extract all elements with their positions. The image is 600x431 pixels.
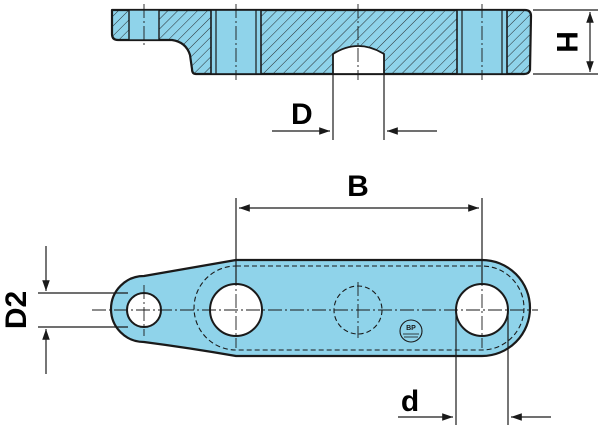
plan-view: BP <box>92 258 538 358</box>
dimension-pin-diameter: D <box>272 74 437 140</box>
pin-seat <box>332 45 385 75</box>
logo-text: BP <box>406 325 416 332</box>
label-hole: d <box>401 385 419 418</box>
dimension-side-hole: D2 <box>0 246 128 374</box>
label-side-hole: D2 <box>0 291 33 329</box>
dimension-pitch: B <box>235 170 483 284</box>
section-view <box>110 4 533 80</box>
label-height: H <box>550 31 583 53</box>
section-hole-left <box>210 9 262 75</box>
link-body <box>109 258 532 358</box>
label-pin-diameter: D <box>291 98 313 131</box>
label-pitch: B <box>347 170 369 203</box>
dimension-hole: d <box>398 310 551 425</box>
hidden-contour <box>193 265 525 351</box>
dimension-height: H <box>533 9 598 75</box>
section-hole-right <box>456 9 508 75</box>
logo-stamp: BP <box>399 319 423 343</box>
